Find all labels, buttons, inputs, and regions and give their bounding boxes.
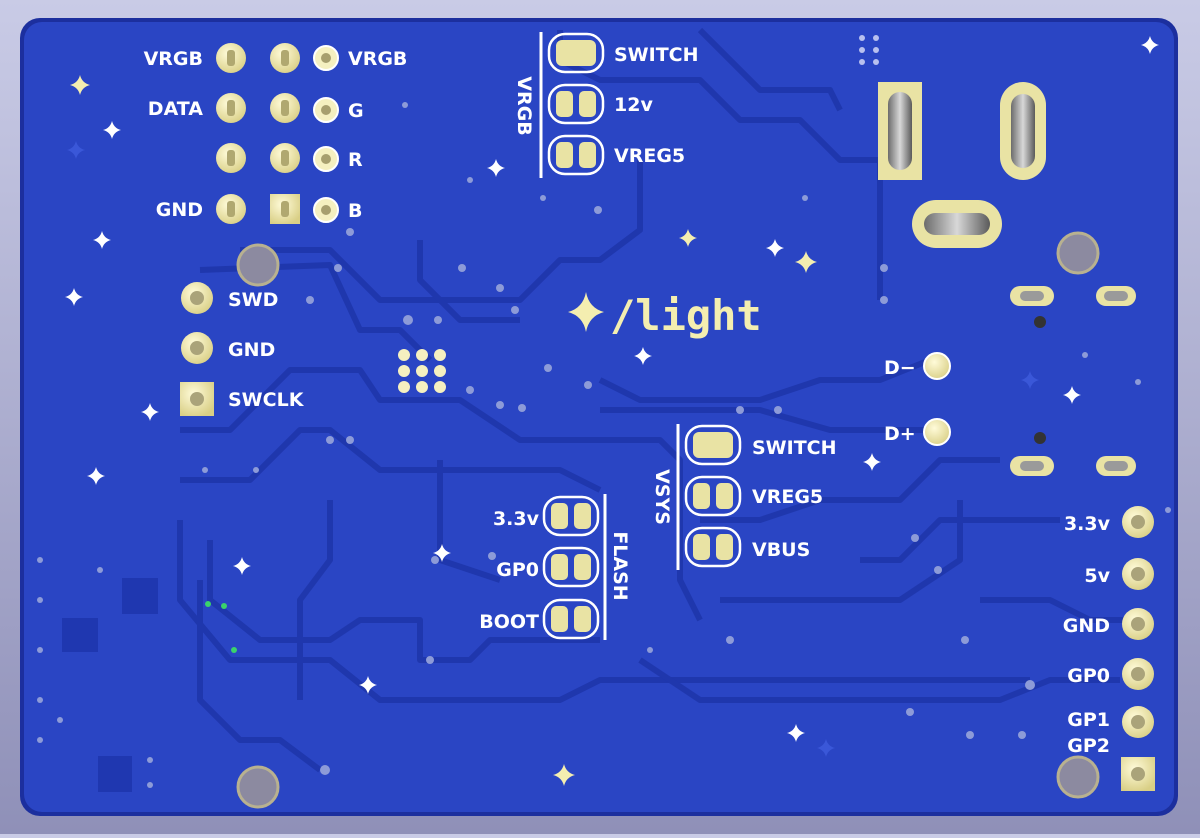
gpio-label-gp0: GP0 [1067, 665, 1110, 687]
vrgb-jumper-pads [547, 32, 605, 176]
gpio-label-3v3: 3.3v [1064, 513, 1111, 535]
gpio-label-gnd: GND [1063, 615, 1110, 637]
sparkle-icon [233, 557, 251, 575]
brand-logo: /light [568, 291, 762, 340]
usb-c-pads [1010, 286, 1136, 476]
vrgb-header-pads [216, 43, 300, 224]
vrgb-header-label-gnd: GND [156, 199, 203, 221]
sparkle-icon [359, 676, 377, 694]
usb-data-testpoints: D− D+ [884, 352, 951, 446]
vrgb-jumper-option-vreg5: VREG5 [614, 145, 685, 167]
vsys-jumper-option-vreg5: VREG5 [752, 486, 823, 508]
logo-text: /light [610, 291, 762, 340]
sparkle-icon [141, 403, 159, 421]
flash-jumper-option-3v3: 3.3v [493, 508, 540, 530]
sparkle-icon [433, 544, 451, 562]
gpio-header: 3.3v 5v GND GP0 GP1 GP2 [1063, 506, 1155, 791]
sparkle-icon [817, 739, 835, 757]
sparkle-icon [1063, 386, 1081, 404]
vrgb-jumper-group-label: VRGB [513, 76, 535, 135]
gpio-label-5v: 5v [1084, 565, 1110, 587]
sparkle-icon [65, 288, 83, 306]
swclk-label: SWCLK [228, 389, 305, 411]
sparkle-icon [1021, 371, 1039, 389]
sparkle-icon [634, 347, 652, 365]
rgb-label-b: B [348, 200, 362, 222]
sparkle-icon [70, 75, 90, 95]
vsys-jumper-group-label: VSYS [651, 469, 673, 525]
mounting-hole-top-left [236, 243, 280, 287]
sparkle-icon [863, 453, 881, 471]
barrel-jack-pads [878, 82, 1046, 248]
swd-label: SWD [228, 289, 278, 311]
ic-thermal-vias [398, 349, 446, 393]
usb-dplus-label: D+ [884, 423, 916, 445]
vrgb-jumper: VRGB SWITCH 12v VREG5 [513, 32, 699, 178]
rgb-label-g: G [348, 100, 364, 122]
vrgb-header-label-data: DATA [148, 98, 203, 120]
flash-jumper: FLASH 3.3v GP0 BOOT [479, 494, 631, 640]
sparkle-icon [67, 141, 85, 159]
flash-jumper-group-label: FLASH [609, 531, 631, 600]
rgb-label-r: R [348, 149, 363, 171]
vsys-jumper: VSYS SWITCH VREG5 VBUS [651, 424, 837, 570]
vsys-jumper-option-switch: SWITCH [752, 437, 837, 459]
sparkle-icon [87, 467, 105, 485]
mounting-hole-bottom-left [236, 765, 280, 809]
sparkle-icon [795, 251, 817, 273]
smd-components [62, 578, 158, 792]
sparkle-icon [487, 159, 505, 177]
vrgb-jumper-option-12v: 12v [614, 94, 653, 116]
sparkle-icon [679, 229, 697, 247]
vias [37, 102, 1171, 788]
flash-jumper-option-boot: BOOT [479, 611, 539, 633]
test-vias [859, 35, 879, 65]
logo-sparkle-icon [568, 292, 604, 332]
usb-dminus-label: D− [884, 357, 916, 379]
gpio-label-gp2: GP2 [1067, 735, 1110, 757]
mounting-holes [236, 231, 1100, 809]
sparkle-icons [65, 36, 1159, 786]
vrgb-header: VRGB DATA GND VRGB G R B [144, 43, 407, 224]
leds [205, 601, 237, 653]
vrgb-header-label-vrgb: VRGB [144, 48, 203, 70]
sparkle-icon [553, 764, 575, 786]
swd-header: SWD GND SWCLK [180, 282, 305, 416]
gpio-label-gp1: GP1 [1067, 709, 1110, 731]
vrgb-rgb-vias [313, 45, 339, 223]
mounting-hole-top-right [1056, 231, 1100, 275]
swd-gnd-label: GND [228, 339, 275, 361]
sparkle-icon [787, 724, 805, 742]
vsys-jumper-pads [684, 424, 742, 568]
sparkle-icon [1141, 36, 1159, 54]
flash-jumper-option-gp0: GP0 [496, 559, 539, 581]
rgb-label-vrgb: VRGB [348, 48, 407, 70]
sparkle-icon [766, 239, 784, 257]
copper-traces [177, 27, 1130, 773]
flash-jumper-pads [542, 495, 600, 640]
copper-pour [24, 22, 1174, 812]
mounting-hole-bottom-right [1056, 755, 1100, 799]
vsys-jumper-option-vbus: VBUS [752, 539, 810, 561]
sparkle-icon [103, 121, 121, 139]
vrgb-jumper-option-switch: SWITCH [614, 44, 699, 66]
sparkle-icon [93, 231, 111, 249]
